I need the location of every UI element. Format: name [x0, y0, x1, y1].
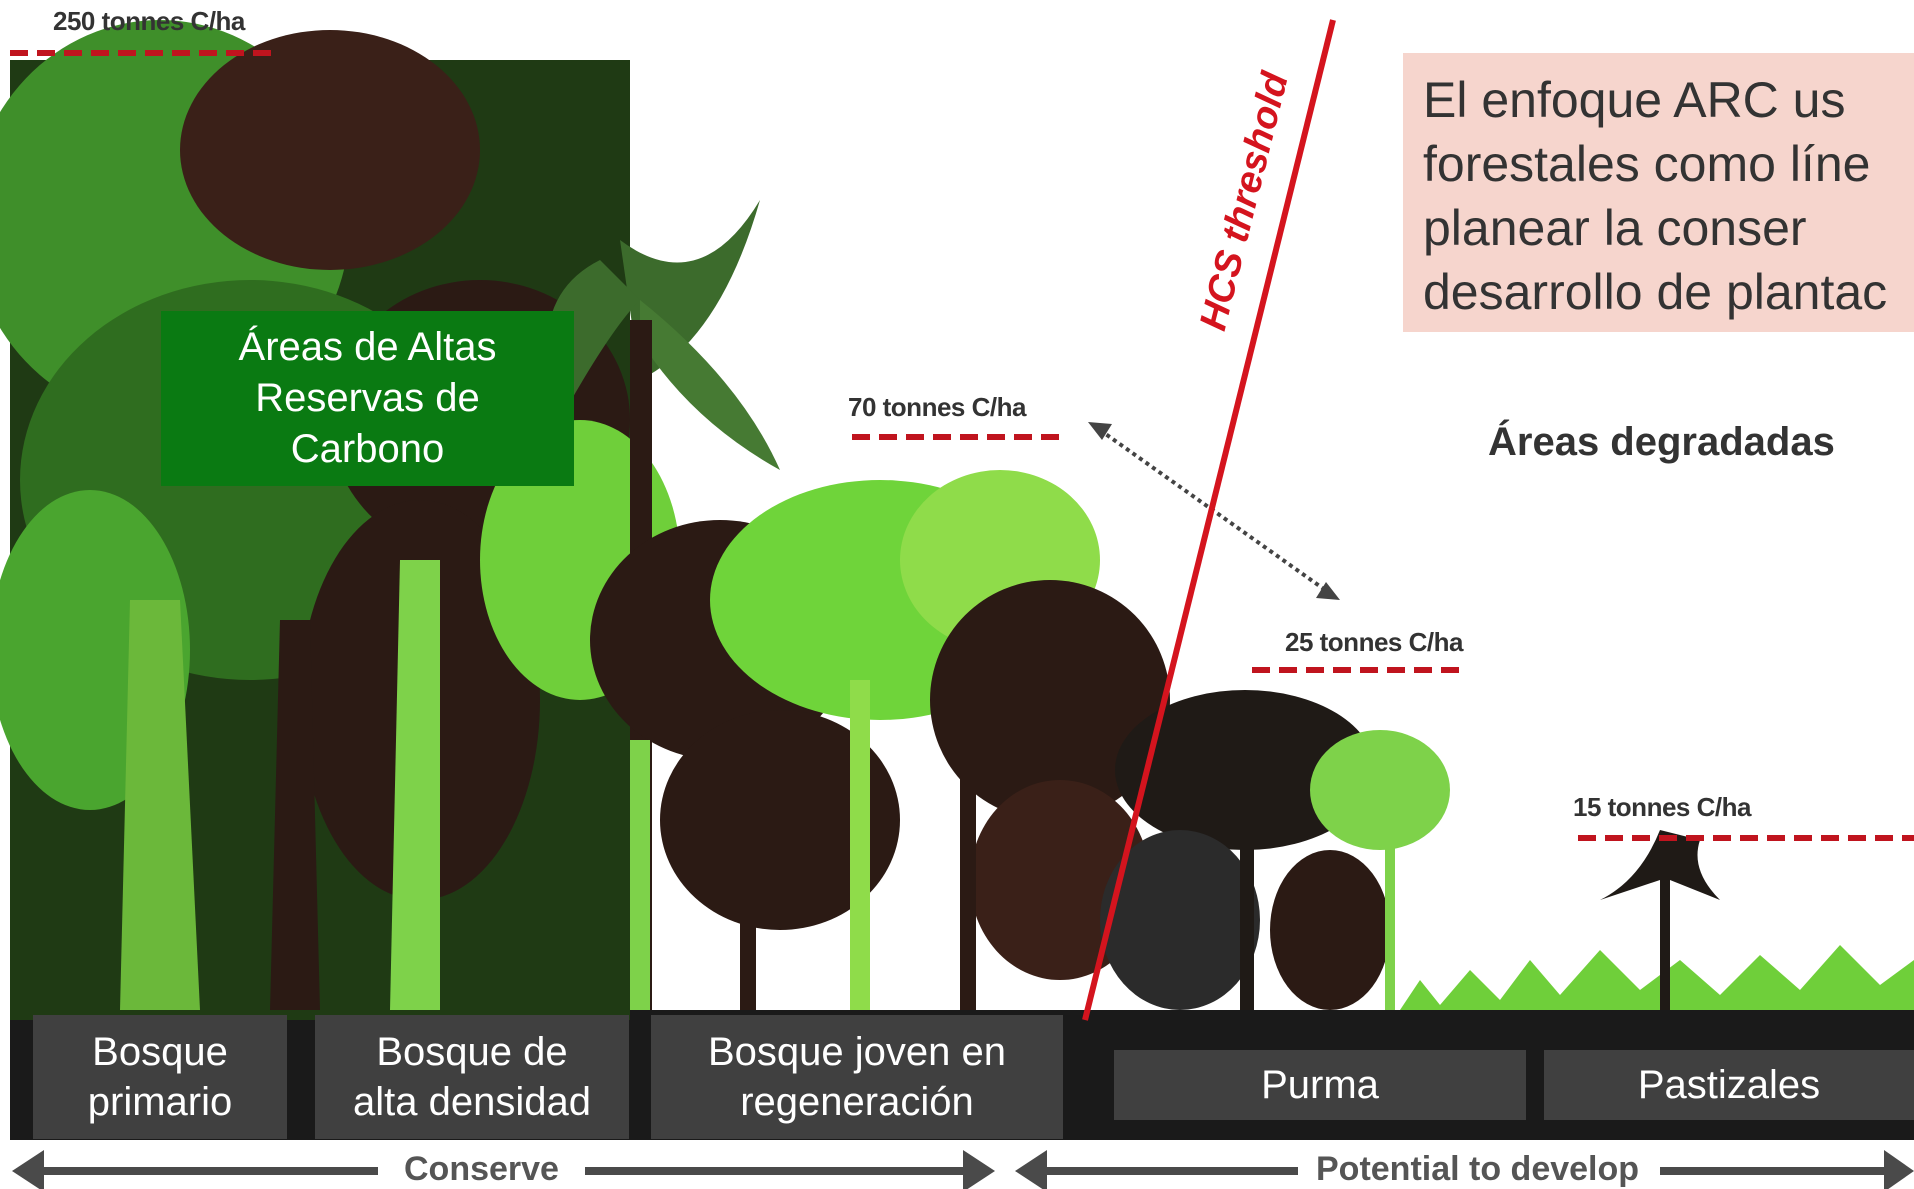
grassland-vegetation — [1400, 830, 1914, 1010]
info-note-text: El enfoque ARC us forestales como líne p… — [1423, 68, 1914, 324]
hcs-threshold-line — [1082, 19, 1336, 1021]
carbon-label-70: 70 tonnes C/ha — [848, 392, 1026, 422]
develop-arrow — [1015, 1150, 1914, 1189]
note-line-4: desarrollo de plantac — [1423, 264, 1888, 320]
category-high-density-forest: Bosque de alta densidad — [315, 1015, 629, 1139]
conserve-arrow — [12, 1150, 995, 1189]
purma-vegetation — [1100, 690, 1450, 1010]
category-grassland: Pastizales — [1544, 1050, 1914, 1120]
primary-forest-trees — [0, 20, 680, 1020]
conserve-label: Conserve — [404, 1150, 559, 1188]
carbon-label-25: 25 tonnes C/ha — [1285, 627, 1463, 657]
note-line-2: forestales como líne — [1423, 136, 1871, 192]
note-line-3: planear la conser — [1423, 200, 1807, 256]
info-note-box: El enfoque ARC us forestales como líne p… — [1403, 53, 1914, 332]
high-carbon-stock-box: Áreas de Altas Reservas de Carbono — [161, 311, 574, 486]
develop-label: Potential to develop — [1316, 1150, 1640, 1188]
category-primary-forest: Bosque primario — [33, 1015, 287, 1139]
category-young-regenerating-forest: Bosque joven en regeneración — [651, 1015, 1063, 1139]
note-line-1: El enfoque ARC us — [1423, 72, 1846, 128]
degraded-areas-label: Áreas degradadas — [1488, 420, 1835, 464]
young-forest-trees — [590, 470, 1170, 1010]
carbon-label-250: 250 tonnes C/ha — [53, 6, 245, 36]
category-purma: Purma — [1114, 1050, 1526, 1120]
carbon-label-15: 15 tonnes C/ha — [1573, 792, 1751, 822]
